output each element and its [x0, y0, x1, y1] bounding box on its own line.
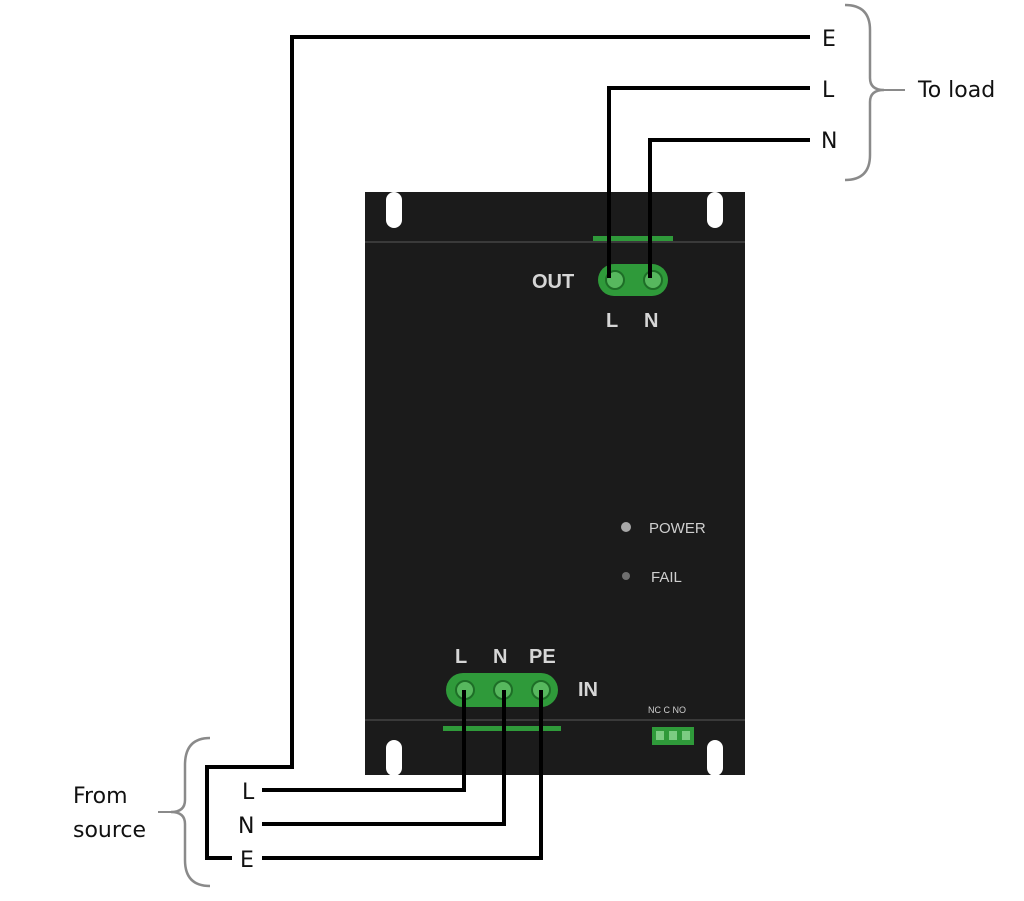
device-body	[365, 192, 745, 776]
from-source-label-line1: From	[73, 784, 128, 809]
out-terminal-l-label: L	[606, 310, 618, 332]
mounting-slot-top-right	[707, 192, 723, 228]
output-line-wire	[607, 86, 810, 278]
from-source-label-line2: source	[73, 818, 146, 843]
to-load-label: To load	[917, 78, 995, 103]
out-terminal-n-label: N	[644, 310, 658, 332]
out-label: OUT	[532, 271, 574, 293]
input-neutral-wire	[262, 690, 506, 826]
mounting-slot-bottom-left	[386, 740, 402, 776]
input-neutral-label: N	[238, 814, 254, 839]
output-neutral-label: N	[821, 129, 837, 154]
output-line-label: L	[822, 78, 835, 103]
output-earth-wire	[205, 35, 810, 860]
relay-terminal-block	[652, 727, 694, 745]
relay-contacts-label: NC C NO	[648, 705, 686, 715]
input-line-label: L	[242, 780, 255, 805]
fail-led-icon	[622, 572, 630, 580]
input-line-wire	[262, 690, 466, 792]
power-led-icon	[621, 522, 631, 532]
in-terminal-n-label: N	[493, 646, 507, 668]
input-earth-label: E	[240, 848, 254, 873]
input-earth-wire	[262, 690, 543, 860]
from-source-brace	[170, 736, 211, 888]
mounting-slot-bottom-right	[707, 740, 723, 776]
mounting-slot-top-left	[386, 192, 402, 228]
output-earth-label: E	[822, 27, 836, 52]
power-indicator-label: POWER	[649, 520, 706, 537]
in-terminal-pe-label: PE	[529, 646, 556, 668]
output-neutral-wire	[648, 138, 810, 278]
in-label: IN	[578, 679, 598, 701]
to-load-brace	[844, 3, 885, 182]
in-terminal-l-label: L	[455, 646, 467, 668]
fail-indicator-label: FAIL	[651, 569, 682, 586]
